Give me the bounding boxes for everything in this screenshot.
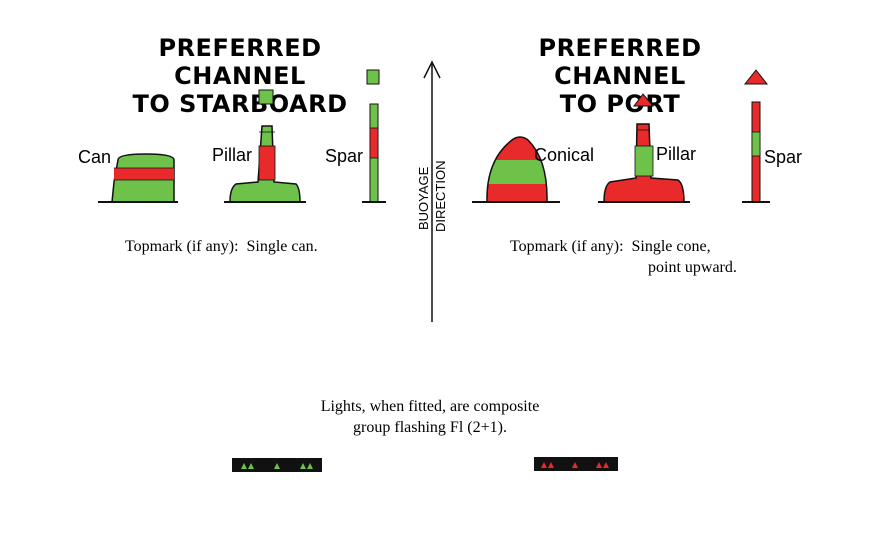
conical-buoy <box>472 136 560 203</box>
label-pillar-starboard: Pillar <box>212 145 253 165</box>
lights-note: Lights, when fitted, are composite group… <box>270 396 590 438</box>
title-port-line2: TO PORT <box>559 90 681 118</box>
title-starboard: PREFERRED CHANNEL TO STARBOARD <box>90 34 390 118</box>
can-topmark-icon <box>258 89 274 105</box>
buoyage-direction-arrow <box>423 60 441 322</box>
spar-buoy-starboard <box>362 69 386 203</box>
title-port: PREFERRED CHANNEL TO PORT <box>470 34 770 118</box>
label-spar-port: Spar <box>764 147 803 167</box>
topmark-note-starboard: Topmark (if any): Single can. <box>125 238 318 255</box>
title-starboard-line2: TO STARBOARD <box>132 90 348 118</box>
label-conical: Conical <box>534 145 595 165</box>
pillar-buoy-starboard <box>224 89 306 203</box>
cone-topmark-icon <box>633 93 655 107</box>
label-spar-starboard: Spar <box>325 146 364 166</box>
can-buoy <box>98 153 178 203</box>
pillar-buoy-port <box>598 93 690 203</box>
lights-note-line2: group flashing Fl (2+1). <box>353 419 507 436</box>
topmark-note-port-line2: point upward. <box>648 259 737 276</box>
axis-label-direction: DIRECTION <box>433 160 448 233</box>
cone-topmark-icon <box>743 69 769 85</box>
title-port-line1: PREFERRED CHANNEL <box>538 34 702 90</box>
label-pillar-port: Pillar <box>656 144 697 164</box>
can-topmark-icon <box>366 69 380 85</box>
light-pattern-green <box>232 458 322 472</box>
axis-label-buoyage: BUOYAGE <box>416 166 431 230</box>
spar-buoy-port <box>742 69 770 203</box>
label-can: Can <box>78 147 112 167</box>
lights-note-line1: Lights, when fitted, are composite <box>320 398 540 415</box>
light-pattern-red <box>534 457 618 471</box>
title-starboard-line1: PREFERRED CHANNEL <box>158 34 322 90</box>
topmark-note-port-line1: Topmark (if any): Single cone, <box>510 238 711 255</box>
